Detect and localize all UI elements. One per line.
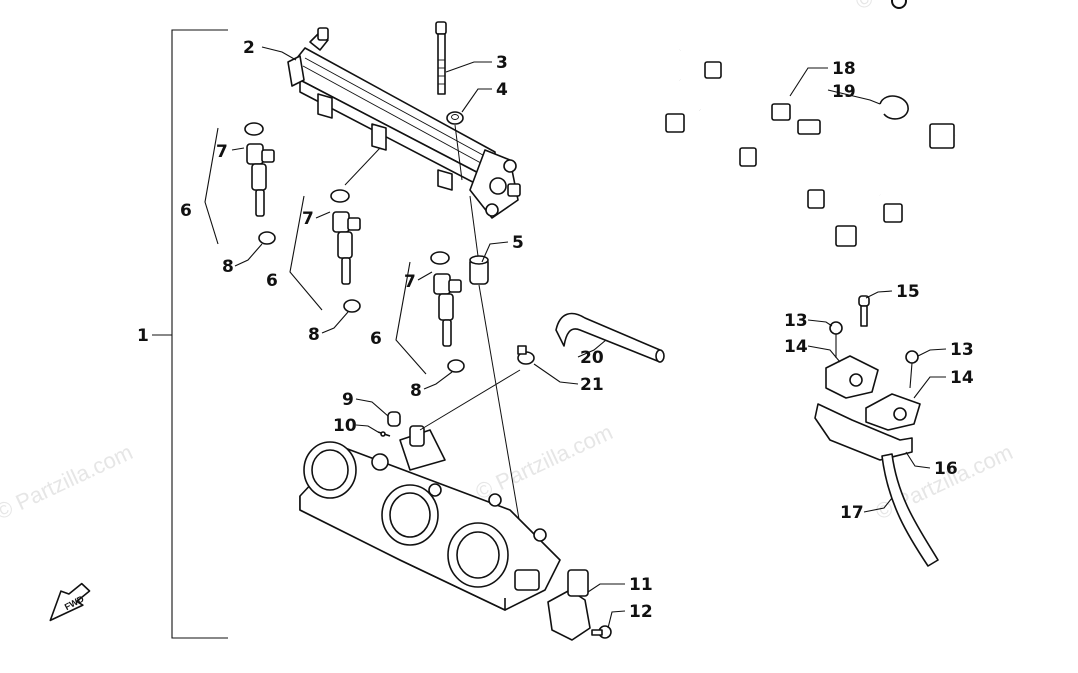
washer[interactable] bbox=[446, 111, 464, 125]
screw[interactable] bbox=[829, 321, 843, 358]
callout-label: 15 bbox=[896, 282, 920, 302]
watermark: © Partzilla.com bbox=[852, 0, 997, 15]
callout-label: 8 bbox=[308, 325, 320, 345]
callout-label: 21 bbox=[580, 375, 604, 395]
callout-label: 20 bbox=[580, 348, 604, 368]
callout-label: 14 bbox=[950, 368, 974, 388]
callout-label: 7 bbox=[302, 209, 314, 229]
vacuum-cap[interactable] bbox=[387, 411, 401, 427]
callout-label: 2 bbox=[243, 38, 255, 58]
fuel-injector[interactable] bbox=[430, 251, 465, 373]
throttle-body[interactable] bbox=[299, 425, 561, 611]
map-sensor[interactable] bbox=[825, 355, 879, 399]
hose-clamp[interactable] bbox=[517, 345, 535, 365]
callout-label: 3 bbox=[496, 53, 508, 73]
fuel-injector[interactable] bbox=[330, 189, 361, 313]
throttle-position-sensor[interactable] bbox=[547, 569, 591, 641]
callout-label: 9 bbox=[342, 390, 354, 410]
vacuum-hose[interactable] bbox=[881, 453, 939, 567]
callout-label: 4 bbox=[496, 80, 508, 100]
callout-label: 11 bbox=[629, 575, 653, 595]
callout-label: 6 bbox=[370, 329, 382, 349]
callout-label: 5 bbox=[512, 233, 524, 253]
forward-arrow-icon: FWD bbox=[49, 582, 91, 622]
bolt[interactable] bbox=[435, 21, 447, 95]
callout-label: 6 bbox=[180, 201, 192, 221]
spacer-collar[interactable] bbox=[469, 255, 489, 285]
callout-label: 12 bbox=[629, 602, 653, 622]
callout-label: 7 bbox=[216, 142, 228, 162]
callout-label: 13 bbox=[784, 311, 808, 331]
callout-label: 14 bbox=[784, 337, 808, 357]
watermark: © Partzilla.com bbox=[472, 419, 617, 504]
watermark: © Partzilla.com bbox=[0, 439, 136, 524]
retaining-clip[interactable] bbox=[879, 95, 909, 120]
callout-label: 18 bbox=[832, 59, 856, 79]
registered-mark bbox=[891, 0, 907, 9]
screw[interactable] bbox=[905, 350, 919, 389]
callout-label: 8 bbox=[410, 381, 422, 401]
callout-label: 8 bbox=[222, 257, 234, 277]
callout-label: 17 bbox=[840, 503, 864, 523]
pin-clip[interactable] bbox=[377, 431, 391, 437]
callout-label: 7 bbox=[404, 272, 416, 292]
sensor-mount-bracket[interactable] bbox=[814, 403, 913, 461]
wiring-harness[interactable] bbox=[665, 38, 956, 247]
callout-label: 10 bbox=[333, 416, 357, 436]
screw[interactable] bbox=[858, 295, 870, 327]
callout-label: 1 bbox=[137, 326, 149, 346]
map-sensor[interactable] bbox=[865, 393, 921, 431]
fuel-rail[interactable] bbox=[287, 27, 521, 219]
callout-label: 16 bbox=[934, 459, 958, 479]
callout-label: 13 bbox=[950, 340, 974, 360]
callout-label: 19 bbox=[832, 82, 856, 102]
assembly-bracket bbox=[171, 29, 228, 639]
screw[interactable] bbox=[591, 625, 612, 639]
vacuum-hose[interactable] bbox=[555, 312, 665, 363]
fuel-injector[interactable] bbox=[244, 122, 276, 245]
callout-label: 6 bbox=[266, 271, 278, 291]
